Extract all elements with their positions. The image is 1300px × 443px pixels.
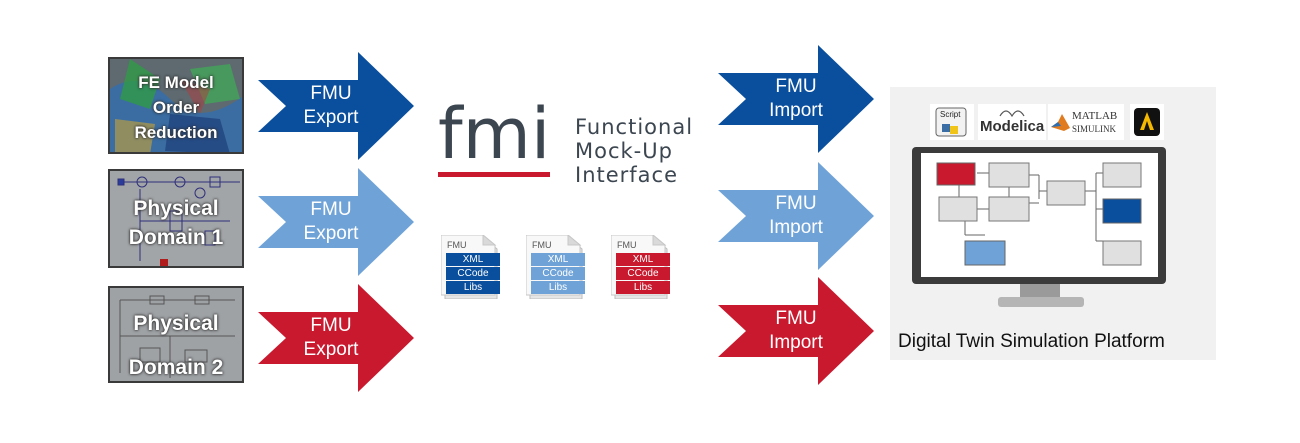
block-6 [1102,240,1142,266]
block-1 [988,162,1030,188]
simulink-label: SIMULINK [1072,124,1116,134]
export-arrow-2-line-1: FMU [310,199,352,220]
block-red [936,162,976,186]
domain-2-schematic [119,295,235,378]
import-arrow-3-line-2: Import [769,332,823,353]
export-arrow-3-line-2: Export [303,339,359,360]
fmu-doc-3-xml: XML [616,253,670,266]
import-arrow-3-shape [718,277,874,385]
fmu-doc-1-ccode: CCode [446,267,500,280]
modelica-logo: Modelica [978,104,1046,140]
export-arrow-1-line-2: Export [303,107,359,128]
monitor-neck [1020,284,1060,298]
export-arrow-3-shape [258,284,414,392]
fmu-doc-3-ccode: CCode [616,267,670,280]
import-arrow-2-line-1: FMU [775,193,817,214]
import-arrow-1-line-2: Import [769,100,823,121]
matlab-membrane-icon [1051,114,1070,131]
fmu-doc-1-header: FMU [447,240,467,250]
monitor-screen [921,153,1158,277]
source-fe-model-order-reduction: FE Model Order Reduction [108,57,244,154]
fmu-doc-1-libs: Libs [446,281,500,294]
import-arrow-2: FMU Import [718,162,874,270]
matlab-simulink-logo: MATLAB SIMULINK [1048,104,1124,140]
fmu-document-2: FMU XML CCode Libs [526,235,588,299]
import-arrow-3: FMU Import [718,277,874,385]
fmu-doc-2-xml: XML [531,253,585,266]
import-arrow-2-shape [718,162,874,270]
fmi-logo: fmi [436,96,696,182]
export-arrow-2-shape [258,168,414,276]
export-arrow-1-shape [258,52,414,160]
source-label-2: Physical Domain 1 [128,197,224,249]
import-arrow-1-shape [718,45,874,153]
source-label-3: Physical Domain 2 [128,312,224,379]
block-2 [938,196,978,222]
block-light-blue [964,240,1006,266]
fmu-doc-2-header: FMU [532,240,552,250]
export-arrow-1-line-1: FMU [310,83,352,104]
fmi-wordmark: Functional Mock-Up Interface [575,115,693,187]
import-arrow-1: FMU Import [718,45,874,153]
fmi-logo-text: fmi [438,96,550,175]
matlab-label: MATLAB [1072,110,1118,122]
export-arrow-3: FMU Export [258,284,414,392]
fmi-word-1: Functional [575,115,694,139]
block-dark-blue [1102,198,1142,224]
fmu-doc-1-xml: XML [446,253,500,266]
export-arrow-3-line-1: FMU [310,315,352,336]
fmi-logo-mark: fmi [438,96,550,177]
fmu-tool-logo [1130,104,1164,140]
fmu-doc-3-header: FMU [617,240,637,250]
import-arrow-2-line-2: Import [769,217,823,238]
fmu-doc-2-ccode: CCode [531,267,585,280]
fmu-doc-2-libs: Libs [531,281,585,294]
monitor-base [998,297,1084,307]
fe-model-image [110,59,242,152]
script-label: Script [940,110,961,119]
import-arrow-1-line-1: FMU [775,76,817,97]
block-5 [1102,162,1142,188]
fmu-doc-3-libs: Libs [616,281,670,294]
export-arrow-2-line-2: Export [303,223,359,244]
export-arrow-1: FMU Export [258,52,414,160]
fmu-document-3: FMU XML CCode Libs [611,235,673,299]
export-arrow-2: FMU Export [258,168,414,276]
block-3 [988,196,1030,222]
fmi-underline [438,172,550,177]
platform-label: Digital Twin Simulation Platform [898,331,1165,352]
block-4 [1046,180,1086,206]
fmu-document-1: FMU XML CCode Libs [441,235,503,299]
import-arrow-3-line-1: FMU [775,308,817,329]
fmi-word-3: Interface [575,163,679,187]
modelica-label: Modelica [980,118,1045,135]
python-script-logo: Script [930,104,974,140]
domain-1-schematic [117,176,240,266]
source-label-1: FE Model Order Reduction [134,73,218,142]
fmi-word-2: Mock-Up [575,139,673,163]
block-diagram [936,162,1142,266]
source-physical-domain-2: Physical Domain 2 [108,286,244,383]
source-physical-domain-1: Physical Domain 1 [108,169,244,268]
